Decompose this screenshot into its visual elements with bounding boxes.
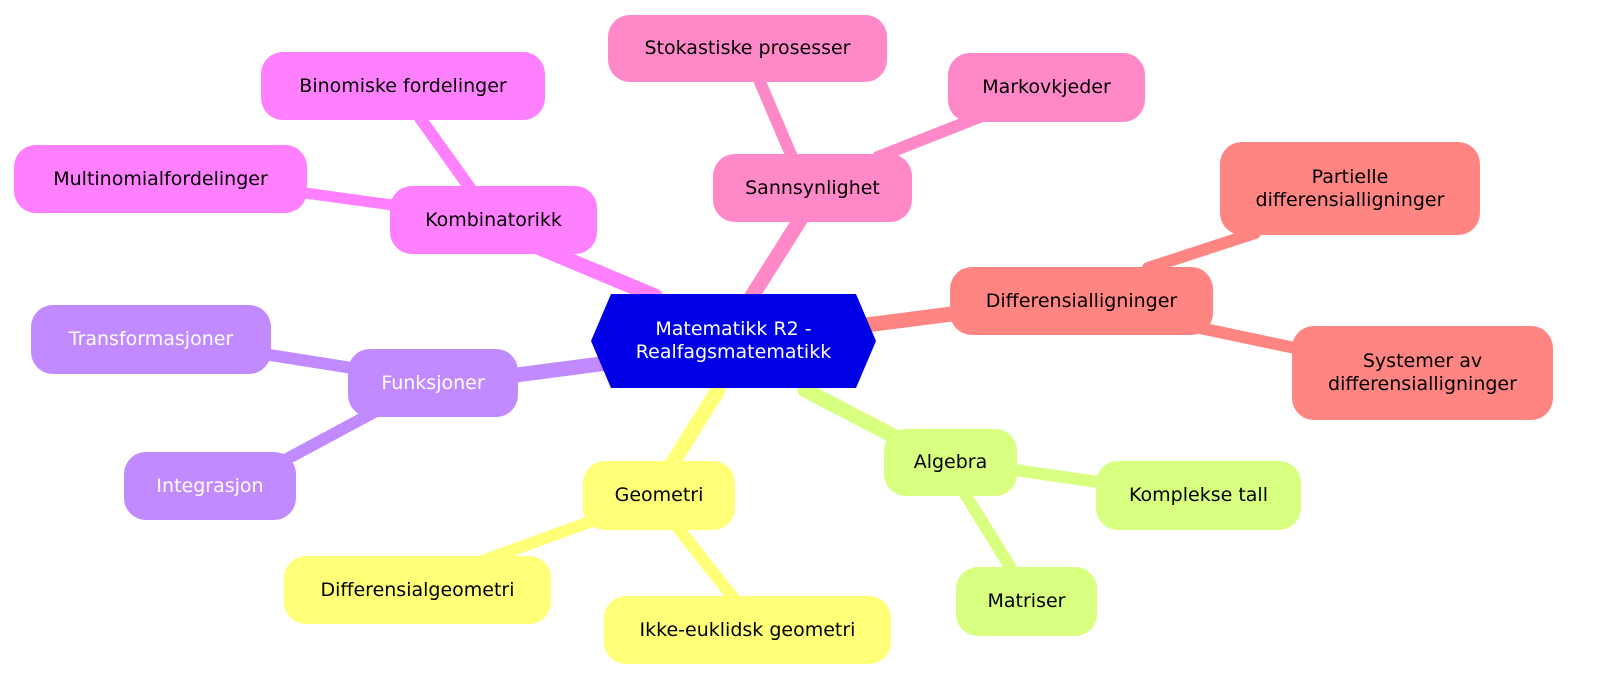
node-ikke-euklidsk-geometri[interactable]: Ikke-euklidsk geometri (604, 596, 891, 664)
node-komplekse-tall[interactable]: Komplekse tall (1096, 461, 1301, 530)
root-label-line2: Realfagsmatematikk (635, 341, 832, 363)
edge-partielle (1142, 227, 1261, 274)
edge-markov (872, 110, 988, 163)
node-algebra[interactable]: Algebra (884, 429, 1017, 496)
edge-transformasjoner (264, 349, 358, 374)
node-geometri[interactable]: Geometri (583, 461, 735, 530)
edge-binomiske (414, 112, 476, 194)
edge-algebra (797, 382, 913, 450)
edge-sannsynlighet (744, 212, 808, 304)
edge-systemer (1194, 322, 1301, 354)
edge-ikke-euklidsk (672, 522, 741, 606)
node-stokastiske-prosesser[interactable]: Stokastiske prosesser (608, 15, 887, 82)
edge-geometri (664, 382, 726, 472)
node-partielle-differensialligninger[interactable]: Partielle differensialligninger (1220, 142, 1480, 235)
node-binomiske-fordelinger[interactable]: Binomiske fordelinger (261, 52, 545, 120)
node-sannsynlighet[interactable]: Sannsynlighet (713, 154, 912, 222)
node-matriser[interactable]: Matriser (956, 567, 1097, 636)
node-differensialligninger[interactable]: Differensialligninger (950, 267, 1213, 335)
node-kombinatorikk[interactable]: Kombinatorikk (390, 186, 597, 254)
node-markovkjeder[interactable]: Markovkjeder (948, 53, 1145, 122)
edge-komplekse (1009, 464, 1104, 488)
edge-funksjoner (508, 355, 616, 383)
edge-kombinatorikk (532, 240, 663, 304)
edge-stokastiske (754, 76, 798, 163)
node-funksjoner[interactable]: Funksjoner (348, 349, 518, 417)
node-systemer-av-differensialligninger[interactable]: Systemer av differensialligninger (1292, 326, 1553, 420)
node-differensialgeometri[interactable]: Differensialgeometri (284, 556, 551, 624)
edge-matriser (959, 488, 1018, 576)
node-multinomialfordelinger[interactable]: Multinomialfordelinger (14, 145, 307, 213)
edge-diffgeo (479, 514, 601, 566)
root-hexagon (591, 294, 876, 388)
root-label-line1: Matematikk R2 - (655, 318, 812, 341)
node-integrasjon[interactable]: Integrasjon (124, 452, 296, 520)
root-node[interactable]: Matematikk R2 - Realfagsmatematikk (591, 294, 876, 388)
edge-integrasjon (279, 404, 384, 466)
node-transformasjoner[interactable]: Transformasjoner (31, 305, 271, 374)
edge-differensial (858, 306, 960, 333)
edge-multinomial (299, 187, 398, 211)
